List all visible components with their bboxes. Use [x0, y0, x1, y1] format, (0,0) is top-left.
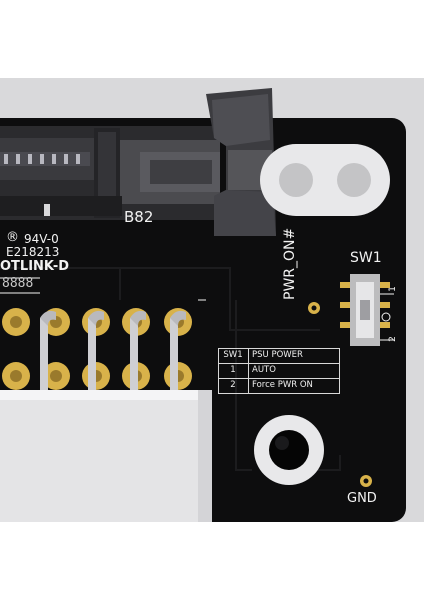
white-header-housing: [0, 390, 212, 522]
cert-mark: 94V-0: [24, 232, 59, 246]
table-cell-pos: 2: [230, 380, 236, 390]
pwr-on-label: PWR_ON#: [282, 227, 298, 300]
switch-pin1-label: 1: [387, 286, 398, 292]
connector-label: B82: [124, 208, 154, 226]
table-cell-mode: AUTO: [252, 365, 276, 375]
connector-housing: [0, 88, 276, 236]
registered-mark: ®: [6, 230, 19, 245]
table-divider-row: [219, 378, 339, 379]
pwr-on-test-point: [308, 302, 320, 314]
table-row: 2 Force PWR ON: [219, 379, 339, 393]
gnd-label: GND: [347, 491, 377, 506]
table-divider-vertical: [248, 349, 249, 393]
header-pins: [2, 308, 192, 410]
table-divider-header: [219, 363, 339, 364]
switch-pin2-label: 2: [387, 336, 398, 342]
switch-table: SW1 PSU POWER 1 AUTO 2 Force PWR ON: [218, 348, 340, 394]
gnd-test-point: [360, 475, 372, 487]
table-row: 1 AUTO: [219, 364, 339, 378]
table-header-sw1: SW1: [223, 350, 243, 360]
table-cell-mode: Force PWR ON: [252, 380, 313, 390]
maker-text: OTLINK-D: [0, 259, 70, 274]
digit-box: 8888: [2, 276, 34, 291]
sw1-slide-switch: [340, 274, 394, 346]
mounting-holes: [254, 144, 390, 485]
sw1-label: SW1: [350, 250, 382, 266]
cert-number: E218213: [6, 245, 60, 259]
table-cell-pos: 1: [230, 365, 236, 375]
table-header-row: SW1 PSU POWER: [219, 349, 339, 363]
table-header-psu-power: PSU POWER: [252, 350, 303, 360]
